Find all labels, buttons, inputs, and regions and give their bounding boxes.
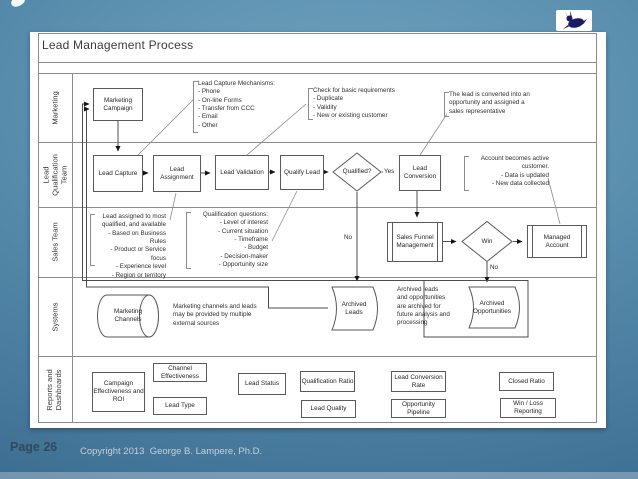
database-cylinder — [97, 294, 159, 338]
report-campaign-effectiveness-roi: Campaign Effectiveness and ROI — [92, 372, 145, 412]
bottom-gradient-band — [0, 472, 638, 479]
bracket-lead-converted — [444, 92, 449, 117]
logo-rabbit-icon — [563, 10, 587, 29]
marketing-campaign-box: Marketing Campaign — [93, 88, 143, 121]
lane-label-marketing: Marketing — [50, 91, 60, 125]
sales-funnel-management-box: Sales Funnel Management — [387, 222, 443, 262]
note-account-active: Account becomes active customer. - Data … — [480, 155, 549, 188]
page-number-label: Page 26 — [10, 440, 58, 454]
bracket-capture-mechanisms — [193, 81, 198, 133]
yes-branch-label: Yes — [383, 168, 396, 175]
qualify-lead-box: Qualify Lead — [280, 155, 324, 190]
report-lead-conversion-rate: Lead Conversion Rate — [391, 371, 446, 392]
no-branch-label-qualified: No — [344, 234, 353, 241]
lane-label-systems: Systems — [50, 302, 60, 332]
archived-opportunities-label: Archived Opportunities — [472, 299, 511, 315]
report-channel-effectiveness: Channel Effectiveness — [153, 363, 207, 382]
bracket-qualification-questions — [186, 212, 191, 269]
report-lead-quality: Lead Quality — [301, 400, 356, 418]
archived-leads-label: Archived Leads — [341, 300, 367, 316]
note-marketing-channels: Marketing channels and leads may be prov… — [173, 303, 257, 327]
flow-connectors — [82, 101, 529, 338]
logo-badge — [556, 10, 592, 31]
report-opportunity-pipeline: Opportunity Pipeline — [391, 399, 446, 418]
bracket-basic-requirements — [308, 88, 313, 120]
qualified-decision-label: Qualified? — [342, 168, 372, 175]
bracket-account-active — [464, 156, 469, 191]
decision-diamonds — [332, 152, 513, 263]
win-decision-label: Win — [481, 237, 493, 245]
swimlane-grid — [38, 33, 597, 423]
note-lead-assigned: Lead assigned to most qualified, and ava… — [101, 213, 166, 279]
note-connectors — [137, 98, 561, 242]
report-win-loss-reporting: Win / Loss Reporting — [500, 398, 556, 418]
stored-data-shapes — [331, 286, 520, 331]
note-basic-requirements: Check for basic requirements - Duplicate… — [313, 87, 395, 120]
lead-conversion-box: Lead Conversion — [399, 155, 441, 191]
copyright-text: Copyright 2013 George B. Lampere, Ph.D. — [80, 446, 263, 457]
lane-label-sales-team: Sales Team — [50, 222, 60, 262]
report-lead-type: Lead Type — [153, 397, 207, 415]
lead-assignment-box: Lead Assignment — [153, 155, 201, 192]
marketing-channels-label: Marketing Channels — [113, 308, 143, 323]
note-capture-mechanisms: Lead Capture Mechanisms: - Phone - On-li… — [198, 80, 276, 129]
no-branch-label-win: No — [489, 264, 500, 271]
report-qualification-ratio: Qualification Ratio — [300, 371, 355, 392]
lead-capture-box: Lead Capture — [93, 155, 143, 192]
lane-label-reports-dashboards: Reports and Dashboards — [44, 369, 63, 411]
note-lead-converted: The lead is converted into an opportunit… — [449, 91, 530, 115]
bracket-lead-assigned — [90, 214, 95, 266]
page-title: Lead Management Process — [42, 38, 194, 52]
report-lead-status: Lead Status — [238, 373, 286, 395]
managed-account-box: Managed Account — [527, 225, 587, 258]
lane-label-lead-qualification-team: Lead Qualification Team — [41, 154, 69, 196]
lead-validation-box: Lead Validation — [215, 155, 269, 190]
report-closed-ratio: Closed Ratio — [499, 372, 554, 391]
note-qualification-questions: Qualification questions: - Level of inte… — [202, 211, 268, 269]
note-archived: Archived leads and opportunities are arc… — [397, 286, 450, 327]
